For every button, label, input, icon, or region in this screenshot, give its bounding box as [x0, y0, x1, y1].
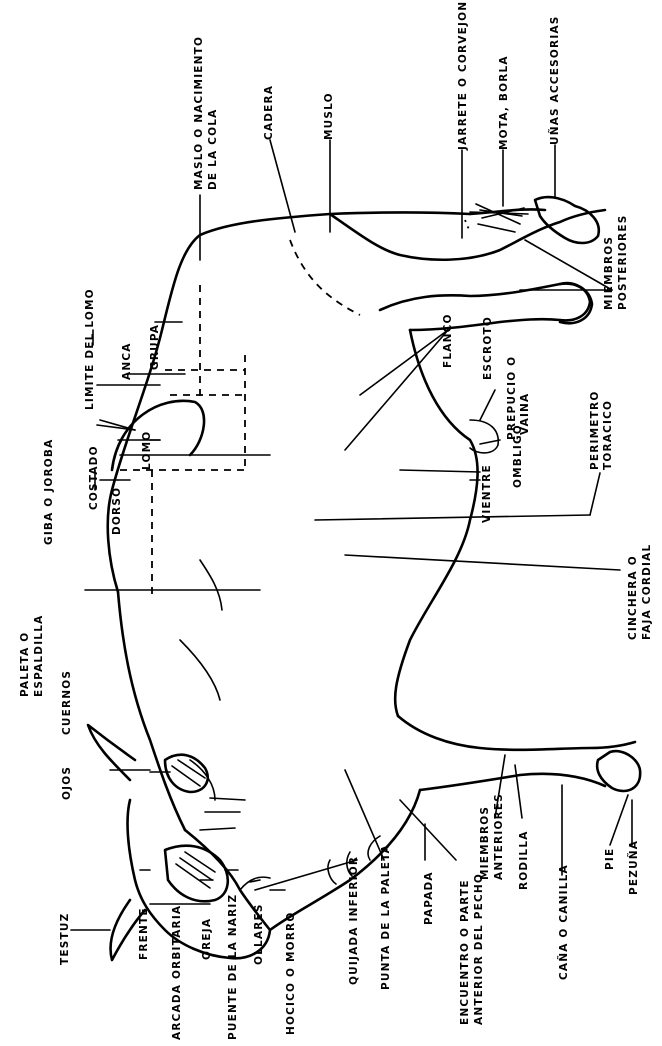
label-frente: FRENTE	[138, 907, 150, 960]
label-flanco: FLANCO	[442, 313, 454, 368]
label-cadera: CADERA	[263, 85, 275, 140]
second-hind-hoof	[560, 283, 592, 323]
label-cinchera-2: FAJA CORDIAL	[641, 544, 653, 640]
belly-outline	[395, 330, 477, 716]
label-papada: PAPADA	[423, 871, 435, 925]
label-ojos: OJOS	[61, 766, 73, 800]
leader-lines	[71, 140, 632, 930]
label-giba-text: GIBA O JOROBA	[43, 439, 55, 545]
label-arcada: ARCADA ORBITARIA	[171, 905, 183, 1040]
label-escroto: ESCROTO	[482, 316, 494, 380]
front-leg-inner	[420, 774, 605, 790]
label-cuernos: CUERNOS	[61, 670, 73, 735]
label-ollares: OLLARES	[253, 903, 265, 965]
label-maslo-1: MASLO O NACIMIENTO	[193, 36, 205, 190]
horn-upper	[88, 725, 135, 780]
label-unas: UÑAS ACCESORIAS	[548, 15, 561, 145]
label-oreja: OREJA	[201, 918, 213, 960]
front-leg-outline	[398, 716, 635, 750]
label-costado: COSTADO	[88, 445, 100, 510]
label-miembros-post-1: MIEMBROS	[603, 236, 615, 310]
label-anca: ANCA	[121, 342, 133, 380]
label-quijada: QUIJADA INFERIOR	[348, 856, 360, 985]
label-maslo-2: DE LA COLA	[207, 109, 219, 190]
label-muslo: MUSLO	[323, 92, 335, 140]
label-paleta-1: PALETA O	[19, 632, 31, 697]
eye-outline	[165, 755, 208, 792]
dewlap-outline	[270, 790, 420, 930]
label-dorso: DORSO	[111, 487, 123, 535]
label-punta-paleta: PUNTA DE LA PALETA	[380, 844, 392, 990]
label-mota: MOTA, BORLA	[498, 55, 510, 150]
hock-dots	[465, 220, 470, 232]
label-cinchera-1: CINCHERA O	[627, 555, 639, 640]
label-pie: PIE	[604, 848, 616, 870]
label-miembros-ant-2: ANTERIORES	[493, 793, 505, 880]
label-ombligo: OMBLIGO	[512, 424, 524, 488]
label-pezuna: PEZUÑA	[627, 840, 640, 895]
cattle-outline	[88, 197, 640, 960]
label-rodilla: RODILLA	[518, 830, 530, 890]
label-perimetro-1: PERIMETRO	[589, 391, 601, 470]
tail-switch	[470, 204, 528, 232]
neck-outline	[118, 592, 185, 830]
label-jarrete: JARRETE O CORVEJON	[457, 1, 469, 151]
label-testuz: TESTUZ	[59, 913, 71, 965]
ear-shade	[176, 852, 215, 888]
hip-divider	[290, 240, 360, 315]
face-wrinkles	[200, 798, 245, 830]
label-perimetro-2: TORACICO	[602, 400, 614, 470]
hump-outline	[112, 401, 204, 470]
label-lomo: LOMO	[141, 431, 153, 470]
label-grupa: GRUPA	[149, 324, 161, 370]
mouth-line	[240, 877, 270, 890]
label-miembros-ant-1: MIEMBROS	[479, 806, 491, 880]
label-miembros-post-2: POSTERIORES	[617, 215, 629, 310]
label-encuentro-1: ENCUENTRO O PARTE	[459, 879, 471, 1025]
label-encuentro-2: ANTERIOR DEL PECHO	[473, 873, 485, 1025]
label-cana: CAÑA O CANILLA	[557, 864, 570, 980]
ear-outline	[165, 846, 228, 902]
back-outline	[108, 213, 470, 593]
label-puente: PUENTE DE LA NARIZ	[227, 894, 239, 1040]
label-limite-lomo: LIMITE DEL LOMO	[84, 288, 96, 410]
label-hocico: HOCICO O MORRO	[285, 912, 297, 1035]
hind-leg-outline	[330, 210, 605, 260]
label-vientre: VIENTRE	[481, 464, 493, 523]
region-dividers	[120, 220, 470, 600]
label-paleta-2: ESPALDILLA	[33, 615, 45, 697]
